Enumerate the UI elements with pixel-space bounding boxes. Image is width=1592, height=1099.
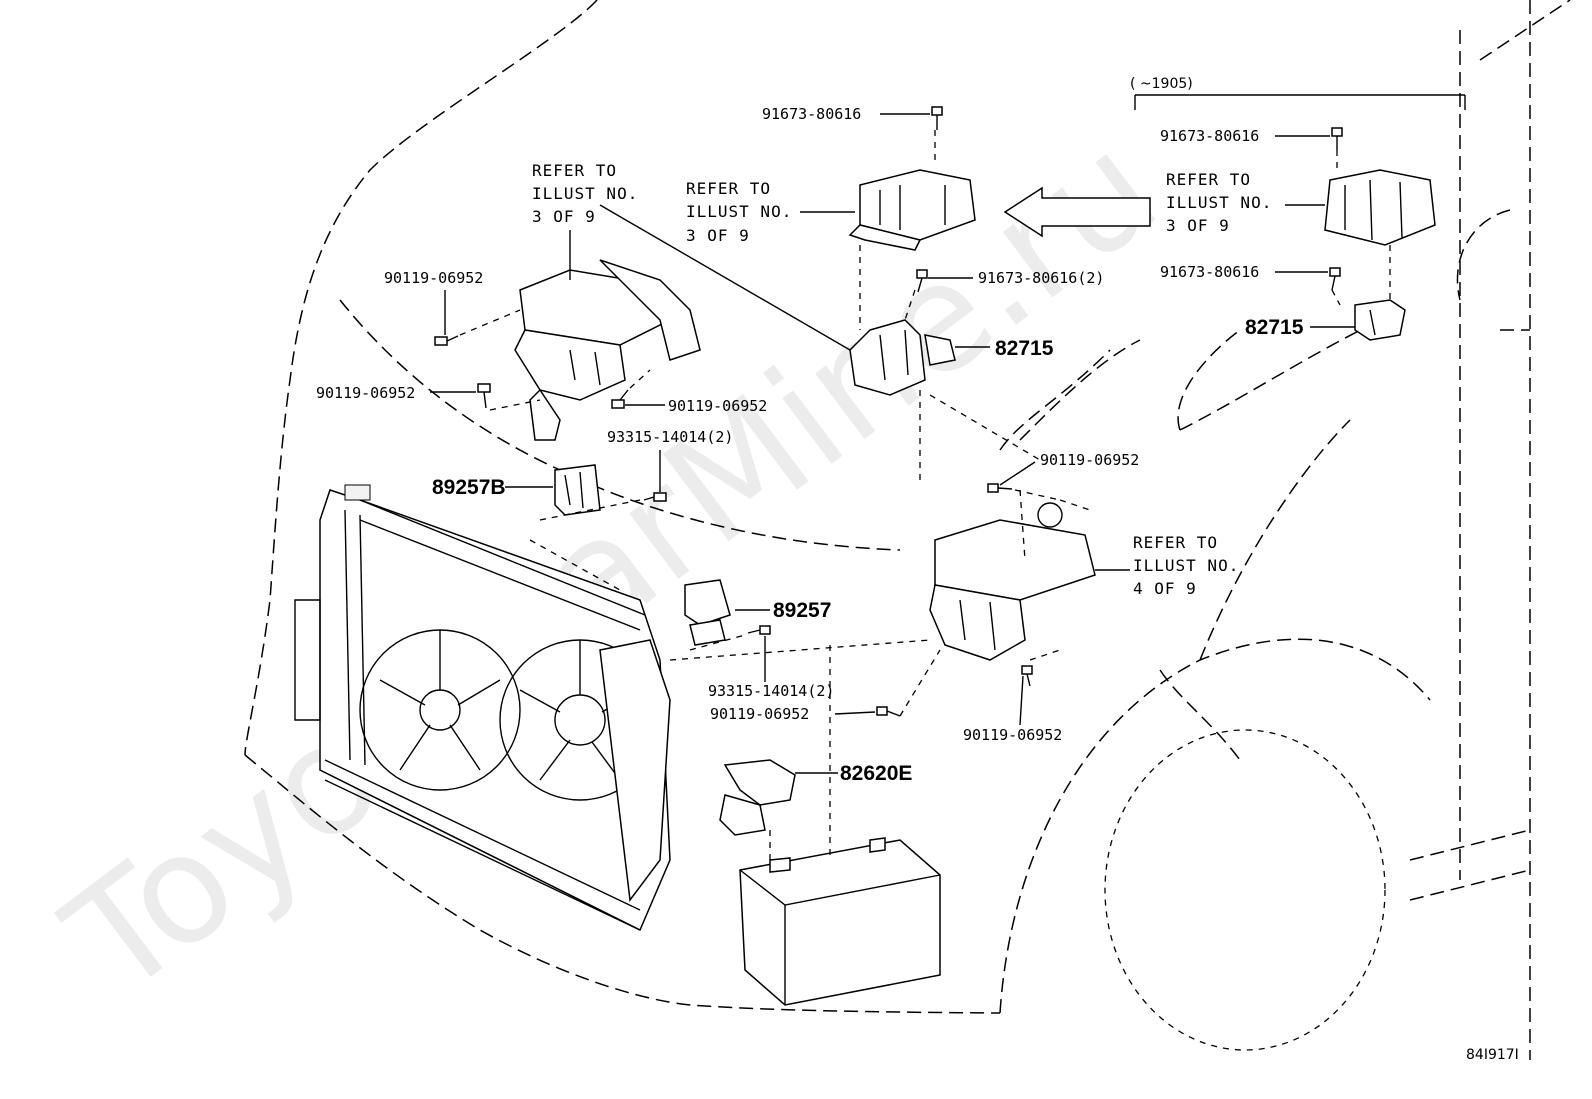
svg-text:ILLUST NO.: ILLUST NO. [532, 184, 638, 203]
part-label-90119-a[interactable]: 90119-06952 [384, 269, 483, 287]
bolt-icon [477, 383, 491, 409]
bracket-82715-center [849, 319, 956, 396]
svg-text:3 OF 9: 3 OF 9 [532, 207, 596, 226]
replacement-arrow-icon [1003, 186, 1151, 238]
battery [739, 837, 941, 1006]
part-label-91673-bracket[interactable]: 91673-80616(2) [978, 269, 1104, 287]
bolt-icon [747, 625, 771, 635]
bracket-82715-right [1354, 299, 1406, 341]
part-label-82620e[interactable]: 82620E [840, 762, 912, 785]
part-label-93315-upper[interactable]: 93315-14014(2) [607, 428, 733, 446]
part-label-91673-top[interactable]: 91673-80616 [762, 105, 861, 123]
sensor-89257b [554, 464, 601, 516]
part-label-82715-center[interactable]: 82715 [995, 337, 1054, 360]
bolt-icon [1331, 127, 1343, 150]
bolt-icon [643, 492, 667, 502]
bolt-icon [1329, 267, 1341, 291]
connector-82620e [719, 759, 796, 836]
svg-text:ILLUST NO.: ILLUST NO. [1133, 556, 1239, 575]
svg-text:3 OF 9: 3 OF 9 [686, 226, 750, 245]
radiator-fan-assembly [294, 484, 671, 932]
refer-note-fuse-box[interactable]: REFER TO ILLUST NO. 4 OF 9 [1133, 533, 1239, 598]
part-label-91673-right[interactable]: 91673-80616 [1160, 127, 1259, 145]
ecu-box [514, 259, 701, 441]
labels: ( ~1905) 91673-80616 91673-80616 91673-8… [316, 76, 1519, 1063]
bolt-icon [434, 335, 459, 346]
refer-note-relay-block-right[interactable]: REFER TO ILLUST NO. 3 OF 9 [1166, 170, 1272, 235]
part-label-90119-f[interactable]: 90119-06952 [963, 726, 1062, 744]
dashed-connectors [459, 130, 1391, 860]
bolt-icon [931, 106, 943, 130]
part-label-93315-lower[interactable]: 93315-14014(2) [708, 682, 834, 700]
bolt-icon [611, 389, 629, 409]
bolt-icon [876, 706, 901, 717]
part-label-82715-right[interactable]: 82715 [1245, 316, 1304, 339]
part-label-89257b[interactable]: 89257B [432, 476, 506, 499]
sensor-89257 [684, 579, 731, 646]
svg-text:REFER TO: REFER TO [1166, 170, 1251, 189]
fuse-box [929, 502, 1096, 661]
part-label-90119-e[interactable]: 90119-06952 [710, 705, 809, 723]
illustration-id: 84I917I [1466, 1047, 1519, 1063]
part-label-90119-b[interactable]: 90119-06952 [316, 384, 415, 402]
bolt-icon [1021, 665, 1033, 687]
relay-block-right [1324, 169, 1436, 246]
refer-note-relay-block-left[interactable]: REFER TO ILLUST NO. 3 OF 9 [686, 179, 792, 245]
svg-text:REFER TO: REFER TO [532, 161, 617, 180]
svg-text:4 OF 9: 4 OF 9 [1133, 579, 1197, 598]
relay-block-center [848, 169, 976, 251]
svg-text:3 OF 9: 3 OF 9 [1166, 216, 1230, 235]
part-label-91673-right-lower[interactable]: 91673-80616 [1160, 263, 1259, 281]
leader-lines [430, 94, 1466, 774]
bolt-icons [434, 106, 1343, 717]
range-label: ( ~1905) [1130, 76, 1193, 92]
part-label-89257[interactable]: 89257 [773, 599, 831, 622]
refer-note-ecu-box[interactable]: REFER TO ILLUST NO. 3 OF 9 [532, 161, 638, 226]
svg-text:REFER TO: REFER TO [686, 179, 771, 198]
part-label-90119-d[interactable]: 90119-06952 [1040, 451, 1139, 469]
svg-text:REFER TO: REFER TO [1133, 533, 1218, 552]
bolt-icon [987, 483, 1013, 493]
svg-text:ILLUST NO.: ILLUST NO. [686, 202, 792, 221]
svg-text:ILLUST NO.: ILLUST NO. [1166, 193, 1272, 212]
bolt-icon [916, 269, 928, 293]
part-label-90119-c[interactable]: 90119-06952 [668, 397, 767, 415]
